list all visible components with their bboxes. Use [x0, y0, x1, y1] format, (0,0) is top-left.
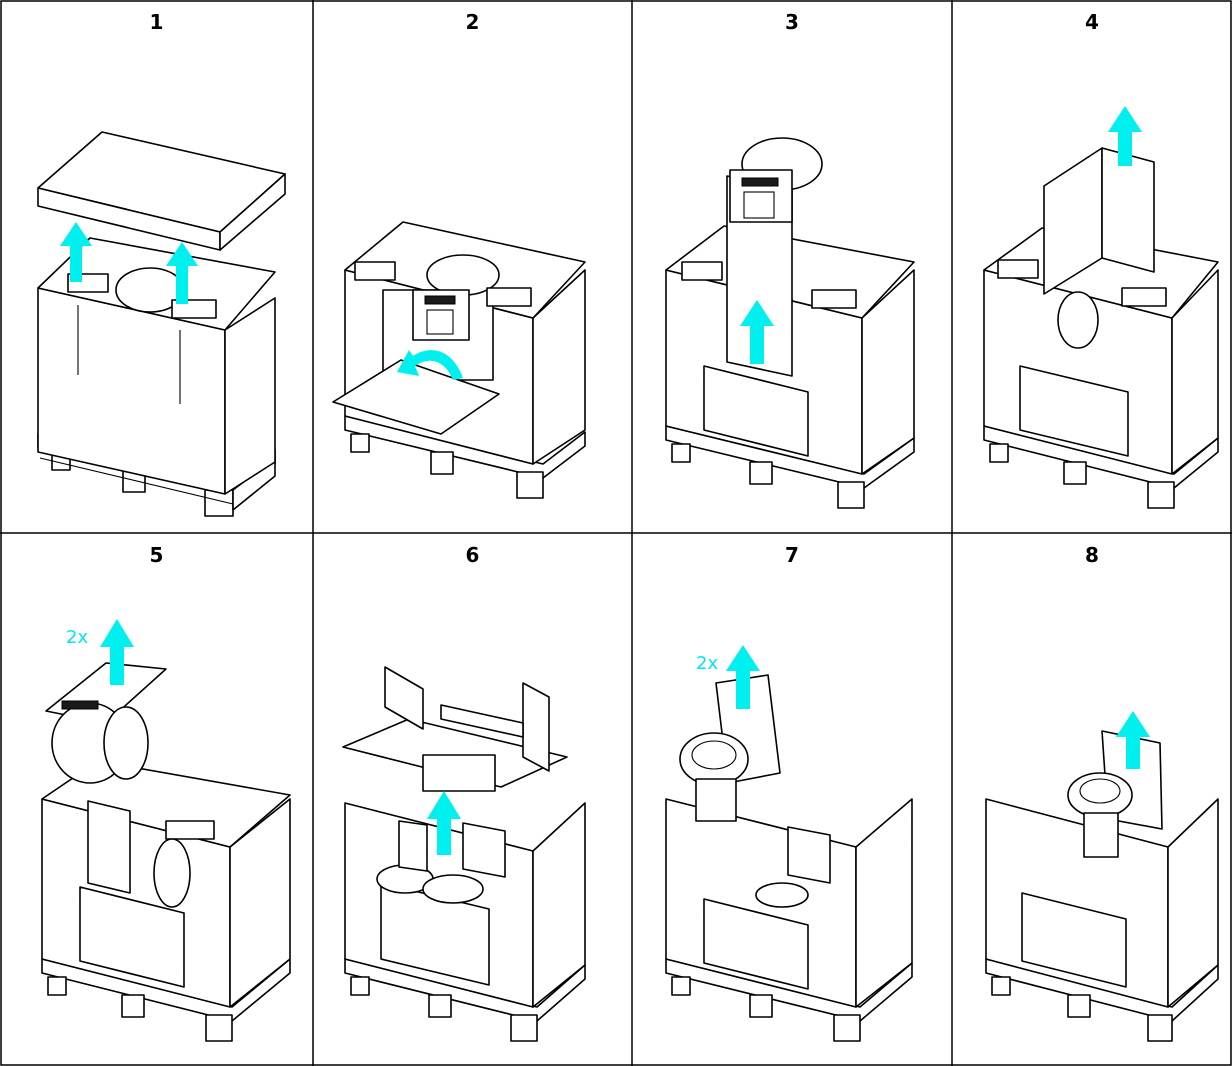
- lift-arrow-icon: [100, 619, 134, 685]
- toilet-unit: [679, 674, 781, 822]
- step-4-number: 4: [1085, 10, 1099, 34]
- step-7-number: 7: [785, 543, 799, 567]
- step-8-illustration: [985, 711, 1219, 1042]
- step-8-panel: 8: [952, 533, 1232, 1066]
- step-4-panel: 4: [952, 0, 1232, 533]
- step-5-number: 5: [149, 543, 164, 567]
- step-6-panel: 6: [313, 533, 632, 1066]
- step-2-number: 2: [465, 10, 480, 34]
- quantity-label: 2x: [66, 627, 88, 648]
- toilet-unit: [1067, 730, 1163, 858]
- step-3-number: 3: [785, 10, 799, 34]
- step-7-panel: 7 2x: [632, 533, 952, 1066]
- step-3-illustration: [665, 137, 915, 509]
- step-3-panel: 3: [632, 0, 952, 533]
- step-5-panel: 5 2x: [0, 533, 313, 1066]
- step-8-number: 8: [1085, 543, 1099, 567]
- step-6-number: 6: [465, 543, 480, 567]
- step-2-panel: 2: [313, 0, 632, 533]
- step-5-illustration: 2x: [41, 619, 291, 1042]
- lift-arrow-icon: [166, 242, 198, 304]
- step-1-panel: 1: [0, 0, 313, 533]
- step-1-number: 1: [149, 10, 164, 34]
- lift-arrow-icon: [1108, 106, 1142, 166]
- lift-arrow-icon: [740, 300, 774, 364]
- lift-arrow-icon: [427, 791, 461, 855]
- lift-arrow-icon: [1116, 711, 1150, 769]
- step-1-illustration: [37, 131, 286, 517]
- box-lid: [37, 131, 286, 251]
- quantity-label: 2x: [696, 653, 718, 674]
- step-6-illustration: [342, 666, 586, 1042]
- step-7-illustration: 2x: [665, 645, 913, 1042]
- lift-arrow-icon: [726, 645, 760, 709]
- step-4-illustration: [983, 106, 1219, 509]
- step-2-illustration: [332, 221, 586, 499]
- lift-arrow-icon: [60, 222, 92, 282]
- cardboard-insert: [342, 666, 568, 792]
- box-side: [224, 297, 276, 495]
- front-flap: [332, 359, 500, 435]
- fold-arrow-icon: [397, 350, 463, 380]
